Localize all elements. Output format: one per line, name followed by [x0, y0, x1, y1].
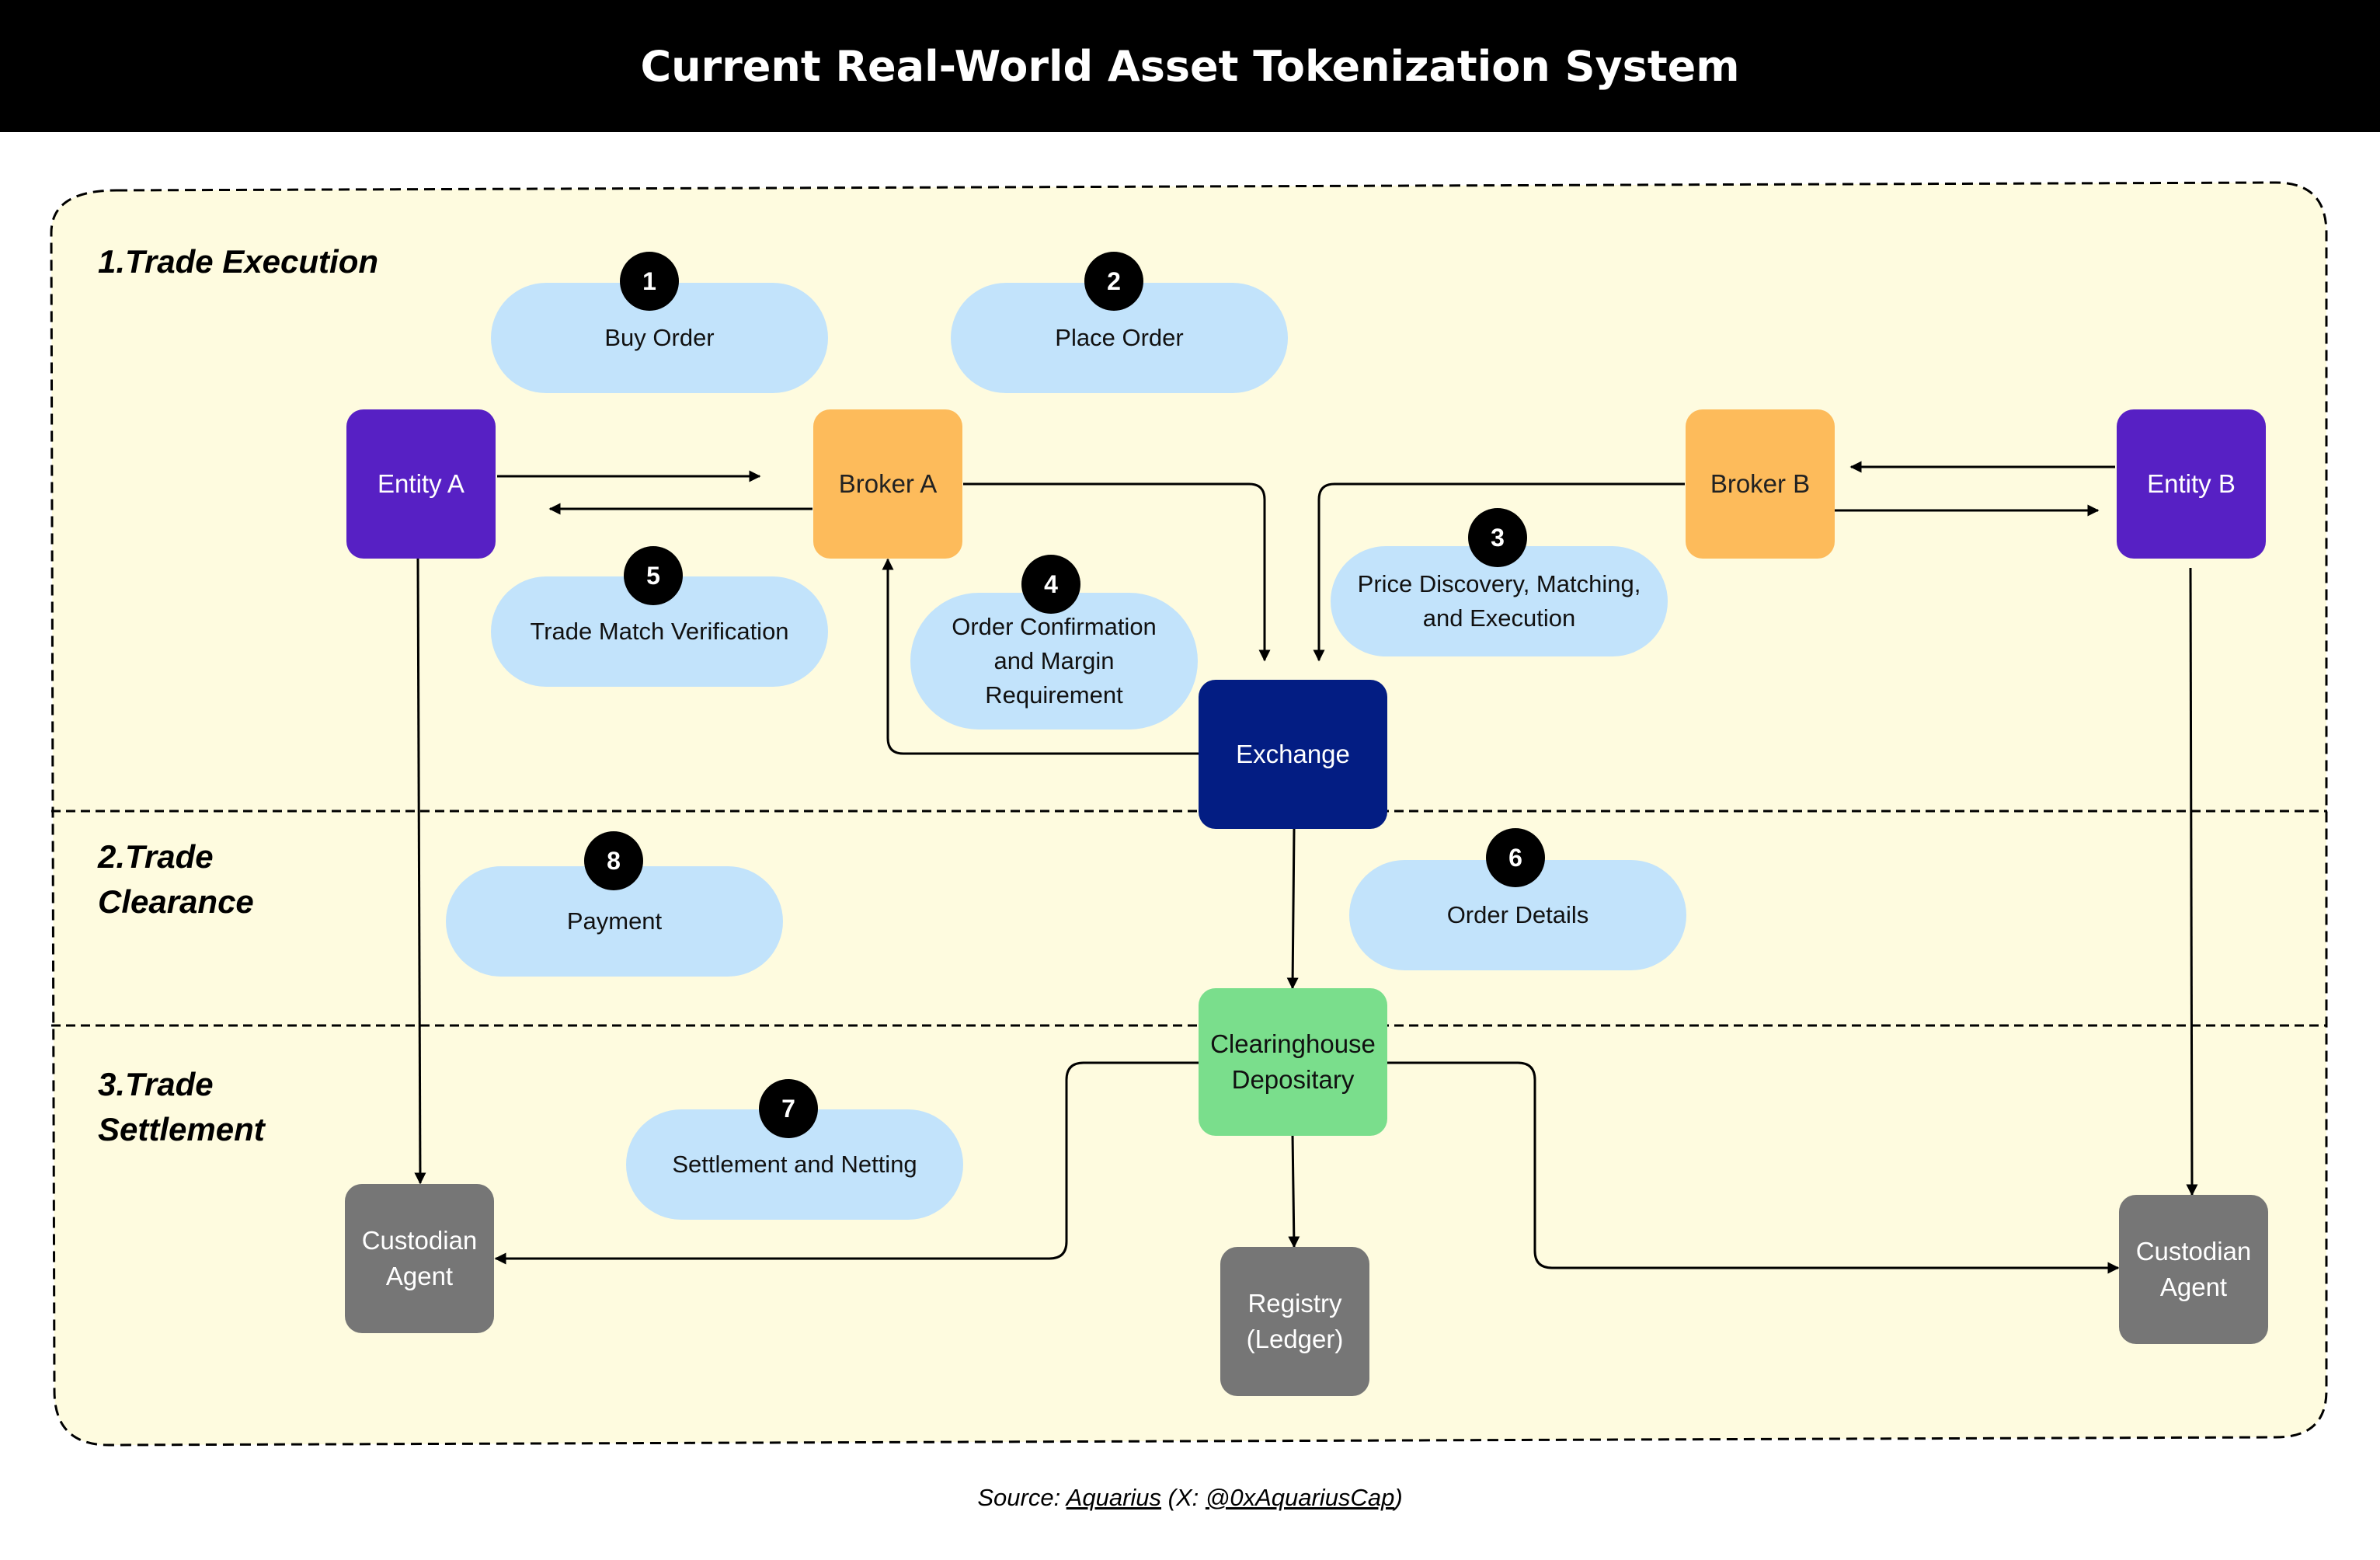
- section-title-trade-execution: 1.Trade Execution: [98, 243, 379, 280]
- arrow-entity-b-to-custodian: [2186, 567, 2198, 1196]
- node-label: Exchange: [1236, 740, 1350, 768]
- section-title-trade-clearance: 2.Trade Clearance: [98, 838, 254, 920]
- step-label: Payment: [566, 907, 663, 935]
- node-label: Entity B: [2147, 469, 2236, 498]
- step-badge-7: 7: [759, 1079, 818, 1138]
- node-label: Broker B: [1710, 469, 1811, 498]
- node-label: Broker A: [838, 469, 938, 498]
- step-label: Buy Order: [604, 324, 715, 351]
- step-badge-8: 8: [584, 831, 643, 890]
- node-label: Custodian Agent: [2135, 1237, 2252, 1301]
- section-title-trade-settlement: 3.Trade Settlement: [98, 1066, 265, 1147]
- arrow-exchange-to-clearinghouse: [1286, 828, 1299, 990]
- node-label: Entity A: [378, 469, 465, 498]
- step-pill-order-confirmation: Order Confirmation and Margin Requiremen…: [910, 593, 1198, 730]
- node-clearinghouse-depositary: Clearinghouse Depositary: [1199, 988, 1387, 1136]
- source-suffix: ): [1394, 1484, 1403, 1511]
- node-broker-a: Broker A: [813, 409, 962, 559]
- node-entity-b: Entity B: [2117, 409, 2266, 559]
- step-label: Price Discovery, Matching, and Execution: [1357, 570, 1641, 632]
- step-label: Trade Match Verification: [530, 618, 789, 645]
- step-label: Place Order: [1055, 324, 1184, 351]
- step-badge-5: 5: [624, 546, 683, 605]
- node-custodian-agent-left: Custodian Agent: [345, 1184, 494, 1333]
- source-prefix: Source:: [977, 1484, 1066, 1511]
- step-label: Settlement and Netting: [672, 1151, 917, 1178]
- arrow-exchange-to-broker-a: [882, 558, 1199, 755]
- source-caption: Source: Aquarius (X: @0xAquariusCap): [0, 1484, 2380, 1512]
- source-mid: (X:: [1161, 1484, 1206, 1511]
- source-link-handle[interactable]: @0xAquariusCap: [1205, 1484, 1395, 1511]
- step-label: Order Confirmation and Margin Requiremen…: [952, 613, 1157, 709]
- step-badge-3: 3: [1468, 508, 1527, 567]
- step-badge-6: 6: [1486, 828, 1545, 887]
- step-pill-payment: Payment: [446, 866, 783, 977]
- step-label: Order Details: [1446, 901, 1589, 928]
- node-entity-a: Entity A: [346, 409, 496, 559]
- arrow-broker-a-to-exchange: [963, 482, 1271, 662]
- arrow-clearinghouse-to-registry: [1288, 1133, 1300, 1248]
- node-label: Custodian Agent: [361, 1226, 478, 1290]
- title-bar: Current Real-World Asset Tokenization Sy…: [0, 0, 2380, 132]
- step-badge-1: 1: [620, 252, 679, 311]
- step-badge-4: 4: [1021, 555, 1080, 614]
- node-registry-ledger: Registry (Ledger): [1220, 1247, 1369, 1396]
- arrow-broker-b-to-exchange: [1313, 482, 1685, 662]
- arrow-entity-a-to-custodian: [414, 558, 426, 1185]
- arrow-clearinghouse-to-custodian-right: [1387, 1061, 2120, 1274]
- page-title: Current Real-World Asset Tokenization Sy…: [640, 41, 1740, 91]
- arrow-clearinghouse-to-custodian-left: [494, 1061, 1199, 1265]
- node-broker-b: Broker B: [1686, 409, 1835, 559]
- source-link-aquarius[interactable]: Aquarius: [1066, 1484, 1162, 1511]
- node-exchange: Exchange: [1199, 680, 1387, 829]
- node-custodian-agent-right: Custodian Agent: [2119, 1195, 2268, 1344]
- step-badge-2: 2: [1084, 252, 1143, 311]
- node-label: Clearinghouse Depositary: [1210, 1029, 1376, 1094]
- node-label: Registry (Ledger): [1246, 1289, 1344, 1353]
